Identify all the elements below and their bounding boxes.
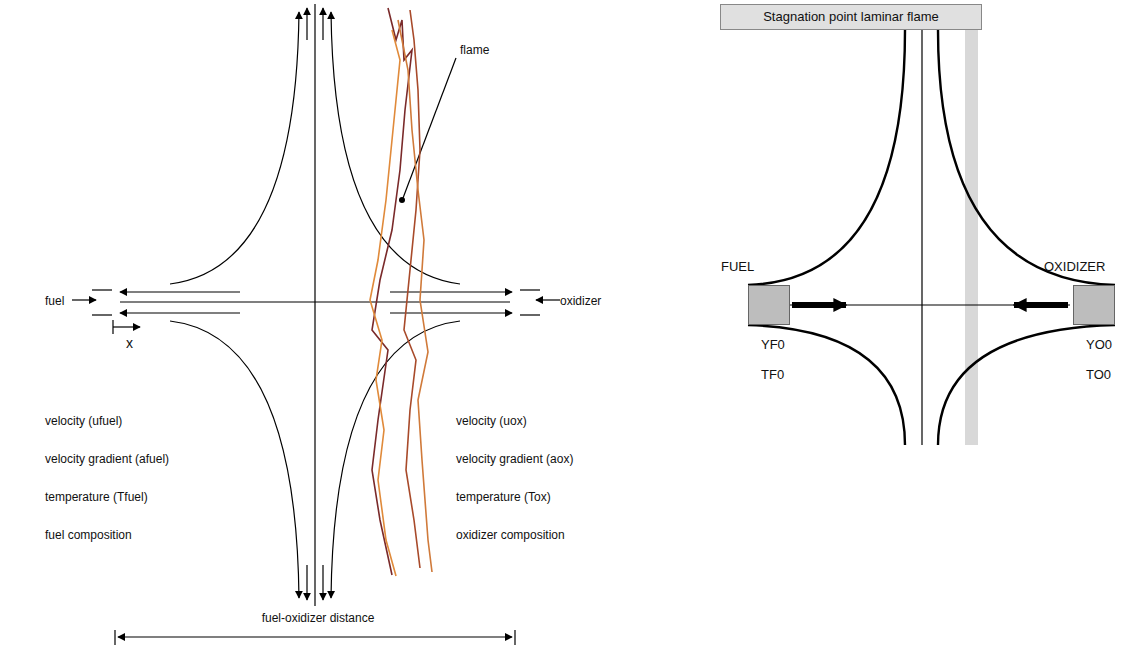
diagram-label: velocity (uox) — [456, 415, 527, 428]
node-property: TO0 — [1086, 368, 1111, 382]
node-heading: Stagnation point laminar flame — [763, 10, 939, 24]
node-heading: FUEL — [721, 260, 754, 274]
diagram-label: flame — [460, 44, 489, 57]
diagram-label: fuel — [45, 295, 64, 308]
diagram-label: fuel-oxidizer distance — [259, 612, 378, 625]
node-property: YO0 — [1086, 338, 1112, 352]
diagram-label: oxidizer composition — [456, 529, 565, 542]
leader-dot — [399, 197, 405, 203]
diagram-label: x — [126, 336, 133, 351]
nozzle-box: OXIDIZERYO0TO0 — [1073, 285, 1115, 325]
diagram-label: oxidizer — [560, 295, 601, 308]
diagram-label: velocity (ufuel) — [45, 415, 122, 428]
node-heading: OXIDIZER — [1044, 260, 1105, 274]
title-box: Stagnation point laminar flame — [720, 4, 982, 30]
nozzle-box: FUELYF0TF0 — [748, 285, 790, 325]
diagram-label: velocity gradient (aox) — [456, 453, 573, 466]
node-property: YF0 — [761, 338, 785, 352]
diagram-label: velocity gradient (afuel) — [45, 453, 169, 466]
stagnation-sketch — [748, 30, 1115, 445]
flame-shape — [370, 8, 432, 576]
flow-lines — [72, 4, 560, 645]
diagram-label: temperature (Tox) — [456, 491, 551, 504]
diagram-label: temperature (Tfuel) — [45, 491, 148, 504]
diagram-label: fuel composition — [45, 529, 132, 542]
node-property: TF0 — [761, 368, 784, 382]
